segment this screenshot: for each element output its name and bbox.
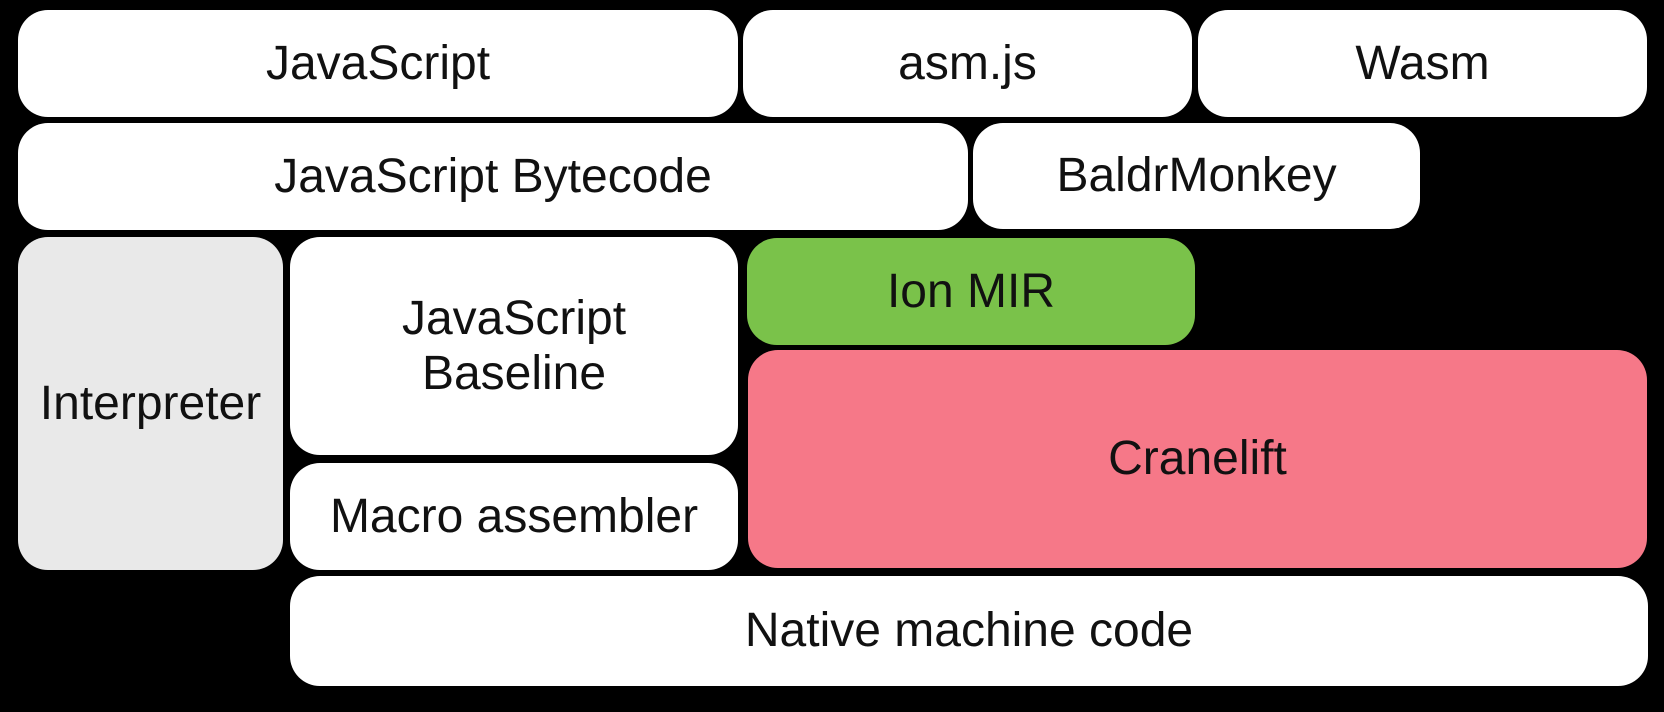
node-interpreter: Interpreter — [18, 237, 283, 570]
node-wasm: Wasm — [1198, 10, 1647, 117]
node-native-machine-code: Native machine code — [290, 576, 1648, 686]
node-javascript-baseline: JavaScript Baseline — [290, 237, 738, 455]
node-cranelift: Cranelift — [748, 350, 1647, 568]
node-javascript: JavaScript — [18, 10, 738, 117]
node-ion-mir: Ion MIR — [747, 238, 1195, 345]
node-baldrmonkey: BaldrMonkey — [973, 123, 1420, 229]
node-macro-assembler: Macro assembler — [290, 463, 738, 570]
node-javascript-bytecode: JavaScript Bytecode — [18, 123, 968, 230]
node-asmjs: asm.js — [743, 10, 1192, 117]
